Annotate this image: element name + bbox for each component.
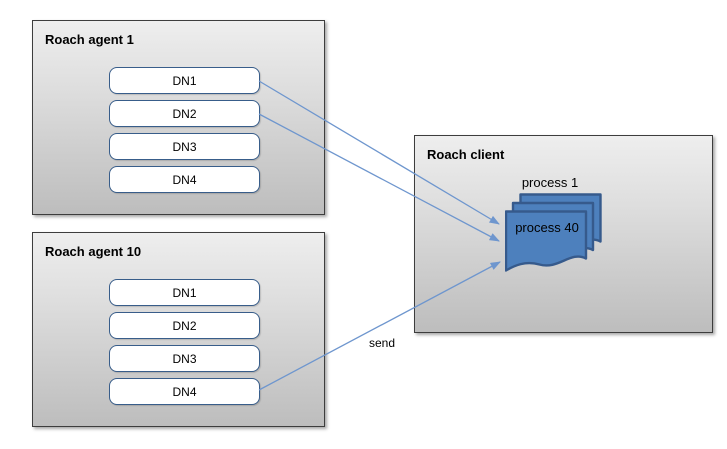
process-40-label: process 40 (515, 220, 579, 235)
agent-1-box: Roach agent 1 DN1 DN2 DN3 DN4 (32, 20, 325, 215)
client-title: Roach client (427, 147, 505, 162)
send-label: send (368, 336, 396, 350)
agent-1-node-dn2: DN2 (109, 100, 260, 127)
process-1-label: process 1 (521, 175, 579, 190)
agent-10-node-dn4: DN4 (109, 378, 260, 405)
agent-10-node-dn3: DN3 (109, 345, 260, 372)
agent-10-title: Roach agent 10 (45, 244, 142, 259)
document-shape-front (505, 210, 588, 272)
process-document-stack (505, 193, 602, 272)
agent-1-title: Roach agent 1 (45, 32, 134, 47)
agent-1-node-dn1: DN1 (109, 67, 260, 94)
agent-10-node-list: DN1 DN2 DN3 DN4 (109, 279, 260, 411)
agent-10-node-dn1: DN1 (109, 279, 260, 306)
agent-1-node-list: DN1 DN2 DN3 DN4 (109, 67, 260, 199)
agent-1-node-dn4: DN4 (109, 166, 260, 193)
agent-10-box: Roach agent 10 DN1 DN2 DN3 DN4 (32, 232, 325, 427)
agent-10-node-dn2: DN2 (109, 312, 260, 339)
agent-1-node-dn3: DN3 (109, 133, 260, 160)
